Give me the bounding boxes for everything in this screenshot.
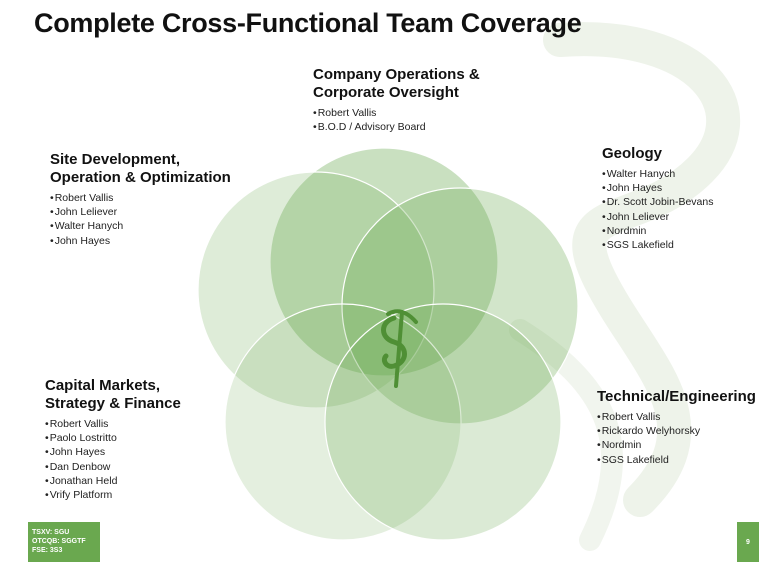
member-list: Robert Vallis B.O.D / Advisory Board — [313, 106, 480, 134]
venn-circle-site-development — [197, 171, 435, 409]
group-company-operations: Company Operations & Corporate Oversight… — [313, 66, 480, 134]
list-item: Robert Vallis — [50, 191, 231, 205]
list-item: Dan Denbow — [45, 460, 181, 474]
list-item: John Hayes — [50, 234, 231, 248]
member-list: Robert Vallis Paolo Lostritto John Hayes… — [45, 417, 181, 502]
group-technical-engineering: Technical/Engineering Robert Vallis Rick… — [597, 388, 756, 467]
list-item: Robert Vallis — [313, 106, 480, 120]
group-title: Site Development, Operation & Optimizati… — [50, 151, 231, 186]
list-item: SGS Lakefield — [597, 453, 756, 467]
member-list: Robert Vallis Rickardo Welyhorsky Nordmi… — [597, 410, 756, 467]
list-item: Vrify Platform — [45, 488, 181, 502]
list-item: SGS Lakefield — [602, 238, 714, 252]
list-item: B.O.D / Advisory Board — [313, 120, 480, 134]
list-item: John Hayes — [602, 181, 714, 195]
list-item: Robert Vallis — [597, 410, 756, 424]
group-title: Company Operations & Corporate Oversight — [313, 66, 480, 101]
list-item: John Leliever — [602, 210, 714, 224]
list-item: John Leliever — [50, 205, 231, 219]
page-title: Complete Cross-Functional Team Coverage — [34, 8, 582, 38]
list-item: Rickardo Welyhorsky — [597, 424, 756, 438]
list-item: Nordmin — [602, 224, 714, 238]
group-site-development: Site Development, Operation & Optimizati… — [50, 151, 231, 248]
venn-circle-technical-engineering — [324, 303, 562, 541]
list-item: Jonathan Held — [45, 474, 181, 488]
center-logo-icon — [381, 309, 418, 388]
list-item: Robert Vallis — [45, 417, 181, 431]
group-title: Capital Markets, Strategy & Finance — [45, 377, 181, 412]
list-item: Walter Hanych — [50, 219, 231, 233]
list-item: Walter Hanych — [602, 167, 714, 181]
list-item: Paolo Lostritto — [45, 431, 181, 445]
page-number-badge: 9 — [737, 522, 759, 562]
member-list: Robert Vallis John Leliever Walter Hanyc… — [50, 191, 231, 248]
list-item: Nordmin — [597, 438, 756, 452]
venn-circle-company-operations — [269, 147, 499, 377]
group-title: Technical/Engineering — [597, 388, 756, 405]
group-geology: Geology Walter Hanych John Hayes Dr. Sco… — [602, 145, 714, 252]
ticker-badge: TSXV: SGU OTCQB: SGGTF FSE: 3S3 — [28, 522, 100, 562]
group-title: Geology — [602, 145, 663, 162]
list-item: Dr. Scott Jobin-Bevans — [602, 195, 714, 209]
member-list: Walter Hanych John Hayes Dr. Scott Jobin… — [602, 167, 714, 252]
list-item: John Hayes — [45, 445, 181, 459]
group-capital-markets: Capital Markets, Strategy & Finance Robe… — [45, 377, 181, 502]
